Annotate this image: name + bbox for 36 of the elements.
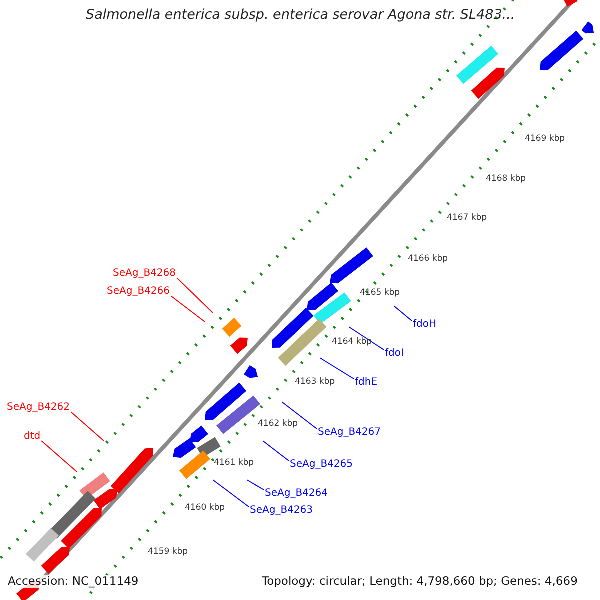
leader-line bbox=[70, 412, 104, 442]
leader-line bbox=[176, 278, 214, 314]
title: Salmonella enterica subsp. enterica serovar Agona str. SL483... bbox=[86, 8, 516, 23]
gene-label: SeAg_B4268 bbox=[113, 268, 176, 279]
scale-label: 4168 kbp bbox=[486, 175, 526, 184]
leader-line bbox=[262, 440, 290, 462]
scale-label: 4163 kbp bbox=[295, 378, 336, 388]
gene-label: dtd bbox=[24, 431, 41, 442]
gene-label: fdoH bbox=[413, 319, 437, 330]
scale-label: 4169 kbp bbox=[525, 135, 566, 144]
leader-line bbox=[282, 402, 318, 430]
gene-label: SeAg_B4267 bbox=[318, 427, 381, 438]
footer-info: Accession: NC_011149 bbox=[8, 575, 139, 588]
scale-label: 4159 kbp bbox=[148, 548, 188, 558]
scale-label: 4165 kbp bbox=[360, 289, 400, 298]
gene-label: fdhE bbox=[355, 377, 378, 388]
gene-label: SeAg_B4263 bbox=[250, 505, 313, 516]
scale-label: 4162 kbp bbox=[258, 420, 298, 430]
gene-label: SeAg_B4266 bbox=[107, 286, 170, 297]
leader-line bbox=[320, 358, 354, 380]
gene-label: SeAg_B4264 bbox=[265, 488, 328, 499]
leader-line bbox=[170, 296, 206, 322]
leader-line bbox=[348, 326, 384, 350]
scale-label: 4167 kbp bbox=[447, 214, 488, 224]
leader-line bbox=[41, 440, 78, 472]
leader-line bbox=[246, 480, 264, 490]
leader-line bbox=[394, 306, 412, 322]
scale-label: 4161 kbp bbox=[214, 459, 254, 468]
leader-line bbox=[212, 480, 250, 508]
gene-label: SeAg_B4265 bbox=[290, 459, 353, 470]
footer-info: Topology: circular; Length: 4,798,660 bp; Genes: 4,669 bbox=[262, 575, 578, 588]
gene-label: SeAg_B4262 bbox=[7, 402, 70, 413]
scale-label: 4164 kbp bbox=[332, 338, 372, 348]
scale-label: 4166 kbp bbox=[408, 255, 448, 264]
gene-label: fdoI bbox=[385, 348, 404, 359]
scale-label: 4160 kbp bbox=[185, 504, 226, 514]
